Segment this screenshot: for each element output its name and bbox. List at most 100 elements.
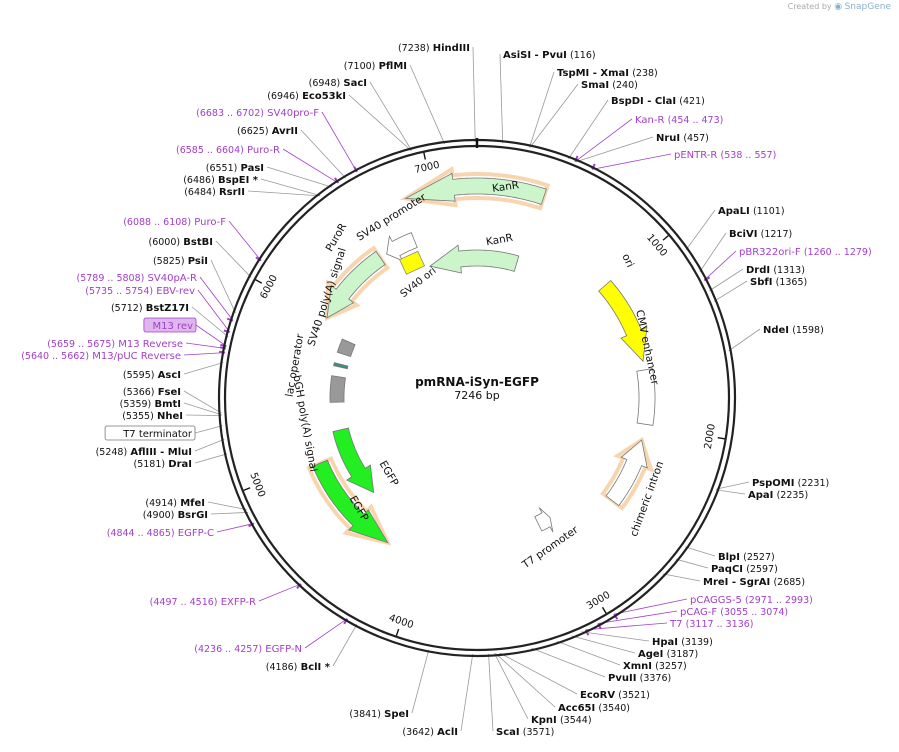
site-position: (5789 .. 5808): [77, 273, 145, 284]
feature-label: ori: [619, 252, 636, 269]
site-position: (1217): [761, 229, 793, 240]
site-label-bcli: (4186) BclI *: [266, 662, 331, 673]
site-label-asisi-pvui: AsiSI - PvuI (116): [503, 50, 596, 61]
feature-label: T7 promoter: [519, 524, 581, 572]
bp-tick-label: 5000: [247, 471, 267, 499]
primer-name: SV40pro-F: [267, 108, 319, 119]
site-name: SmaI: [581, 80, 609, 91]
site-label-agei: AgeI (3187): [638, 649, 698, 660]
leader-line: [210, 259, 236, 314]
primer-name: M13/pUC Reverse: [92, 351, 181, 362]
svg-text:pCAGGS-5 (2971 .. 2993): pCAGGS-5 (2971 .. 2993): [690, 595, 813, 606]
site-name: PvuII: [608, 673, 636, 684]
svg-text:(4236 .. 4257) EGFP-N: (4236 .. 4257) EGFP-N: [194, 644, 302, 655]
leader-line: [194, 453, 228, 464]
leader-line: [348, 94, 412, 151]
site-position: (6683 .. 6702): [196, 108, 264, 119]
site-label-egfp-c: (4844 .. 4865) EGFP-C: [107, 528, 214, 539]
svg-text:pENTR-R (538 .. 557): pENTR-R (538 .. 557): [674, 150, 776, 161]
site-label-mrei-sgrai: MreI - SgrAI (2685): [703, 577, 805, 588]
svg-text:(5248) AflIII - MluI: (5248) AflIII - MluI: [96, 447, 192, 458]
svg-text:T7 (3117 .. 3136): T7 (3117 .. 3136): [669, 619, 754, 630]
site-position: (6946): [267, 91, 299, 102]
site-name: DrdI: [746, 265, 770, 276]
bp-tick-label: 2000: [703, 423, 718, 450]
svg-text:KpnI (3544): KpnI (3544): [531, 715, 592, 726]
primer-name: Puro-R: [247, 145, 280, 156]
svg-text:(6484) RsrII: (6484) RsrII: [184, 187, 245, 198]
site-position: (538 .. 557): [721, 150, 777, 161]
leader-line: [472, 46, 476, 143]
leader-line: [300, 129, 347, 179]
bp-tick-label: 3000: [585, 590, 612, 613]
leader-lines: [183, 46, 761, 732]
site-position: (2597): [746, 564, 778, 575]
primer-name: EGFP-N: [265, 644, 302, 655]
site-position: (4186): [266, 662, 298, 673]
svg-text:T7 terminator: T7 terminator: [122, 429, 193, 440]
svg-text:(4914) MfeI: (4914) MfeI: [145, 498, 205, 509]
site-label-bspdi-clai: BspDI - ClaI (421): [611, 96, 705, 107]
site-name: RsrII: [219, 187, 245, 198]
leader-line: [556, 640, 621, 666]
site-name: AclI: [437, 727, 458, 738]
bp-tick-label: 4000: [387, 613, 415, 632]
site-position: (6088 .. 6108): [123, 217, 191, 228]
svg-text:NdeI (1598): NdeI (1598): [763, 325, 824, 336]
site-name: MreI - SgrAI: [703, 577, 770, 588]
feature-sv40-poly-a-signal: [336, 338, 356, 358]
site-label-exfp-r: (4497 .. 4516) EXFP-R: [150, 597, 256, 608]
primer-name: pCAG-F: [680, 607, 717, 618]
site-name: AscI: [158, 370, 181, 381]
feature-label: EGFP: [377, 459, 401, 489]
feature-chimeric-intron-glow: [600, 436, 655, 511]
feature-cmv-enhancer: [636, 368, 656, 426]
svg-text:EcoRV (3521): EcoRV (3521): [580, 690, 650, 701]
site-name: SbfI: [750, 277, 772, 288]
site-position: (4914): [145, 498, 177, 509]
site-label-pbr322ori-f: pBR322ori-F (1260 .. 1279): [739, 247, 872, 258]
site-name: SacI: [343, 78, 367, 89]
site-label-acc65i: Acc65I (3540): [558, 703, 630, 714]
site-label-asci: (5595) AscI: [123, 370, 181, 381]
site-label-scai: ScaI (3571): [496, 727, 554, 738]
site-name: T7 terminator: [122, 429, 193, 440]
bp-tick-label: 1000: [644, 232, 669, 259]
site-label-kan-r: Kan-R (454 .. 473): [635, 115, 723, 126]
site-position: (6585 .. 6604): [176, 145, 244, 156]
leader-line: [585, 622, 668, 631]
leader-line: [228, 220, 262, 261]
site-label-psii: (5825) PsiI: [153, 256, 208, 267]
site-label-m13-rev: M13 rev: [143, 317, 197, 333]
site-label-afliii-mlui: (5248) AflIII - MluI: [96, 447, 192, 458]
site-position: (3376): [640, 673, 672, 684]
site-label-xmni: XmnI (3257): [623, 661, 687, 672]
svg-text:Acc65I (3540): Acc65I (3540): [558, 703, 630, 714]
site-position: (2231): [798, 478, 830, 489]
svg-text:DrdI (1313): DrdI (1313): [746, 265, 805, 276]
site-name: NdeI: [763, 325, 789, 336]
feature-label: KanR: [485, 232, 514, 249]
leader-line: [195, 324, 227, 347]
leader-line: [332, 623, 358, 667]
brand-app-name: SnapGene: [844, 2, 891, 12]
svg-text:(4186) BclI *: (4186) BclI *: [266, 662, 331, 673]
bp-tick: [717, 437, 725, 440]
site-label-pcaggs-5: pCAGGS-5 (2971 .. 2993): [690, 595, 813, 606]
leader-line: [571, 635, 636, 654]
leader-line: [713, 280, 748, 302]
svg-text:HpaI (3139): HpaI (3139): [652, 637, 713, 648]
leader-line: [194, 425, 223, 434]
feature-label: SV40 promoter: [355, 191, 429, 244]
leader-line: [409, 64, 446, 145]
primer-name: pBR322ori-F: [739, 247, 801, 258]
leader-line: [185, 342, 226, 349]
site-name: HindIII: [433, 43, 470, 54]
leader-line: [499, 652, 578, 695]
svg-text:(5712) BstZ17I: (5712) BstZ17I: [111, 303, 189, 314]
leader-line: [260, 178, 321, 196]
svg-text:(6683 .. 6702) SV40pro-F: (6683 .. 6702) SV40pro-F: [196, 108, 319, 119]
site-label-bsrgi: (4900) BsrGI: [143, 510, 208, 521]
